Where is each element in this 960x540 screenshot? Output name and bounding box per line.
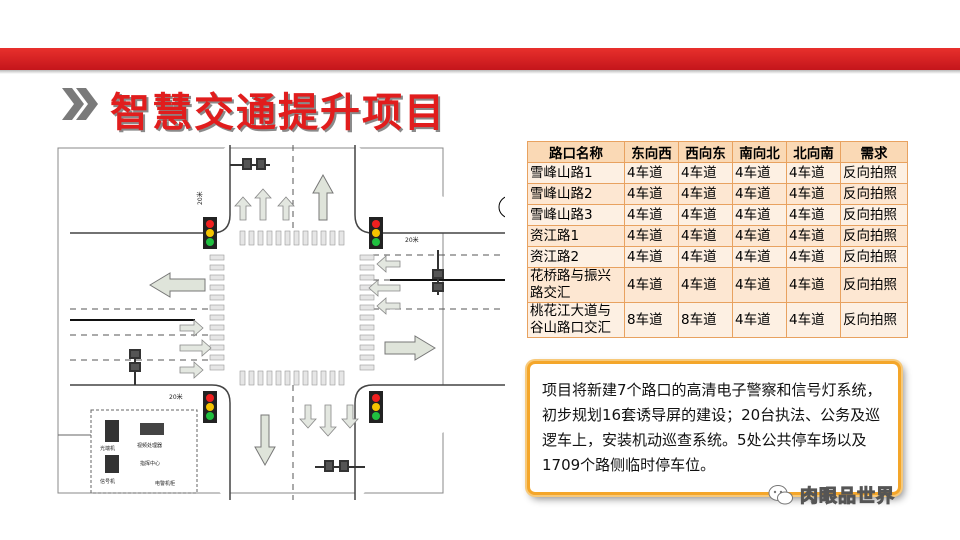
banner-shadow xyxy=(0,70,960,74)
traffic-light-icon xyxy=(203,217,383,423)
table-cell: 反向拍照 xyxy=(840,246,908,268)
table-cell: 4车道 xyxy=(624,162,679,184)
table-header-row: 路口名称 东向西 西向东 南向北 北向南 需求 xyxy=(527,141,908,163)
svg-text:电警机柜: 电警机柜 xyxy=(155,480,175,487)
watermark-text: 肉眼品世界 xyxy=(800,486,895,508)
table-cell: 4车道 xyxy=(732,267,787,303)
table-cell: 雪峰山路3 xyxy=(527,204,625,226)
table-row: 资江路1 4车道 4车道 4车道 4车道 反向拍照 xyxy=(527,225,908,247)
table-cell: 雪峰山路1 xyxy=(527,162,625,184)
column-header: 东向西 xyxy=(624,141,679,163)
table-cell: 4车道 xyxy=(678,225,733,247)
table-cell: 4车道 xyxy=(624,183,679,205)
svg-text:光端机: 光端机 xyxy=(100,445,115,452)
table-cell: 4车道 xyxy=(786,246,841,268)
table-cell: 4车道 xyxy=(732,246,787,268)
table-cell: 资江路2 xyxy=(527,246,625,268)
table-cell: 4车道 xyxy=(678,246,733,268)
table-cell: 4车道 xyxy=(732,162,787,184)
svg-text:指挥中心: 指挥中心 xyxy=(140,460,160,467)
table-row: 雪峰山路1 4车道 4车道 4车道 4车道 反向拍照 xyxy=(527,162,908,184)
table-cell: 4车道 xyxy=(786,302,841,338)
table-cell: 4车道 xyxy=(732,302,787,338)
table-cell: 4车道 xyxy=(678,267,733,303)
wechat-icon xyxy=(768,485,793,505)
table-cell: 4车道 xyxy=(624,225,679,247)
table-row: 花桥路与振兴路交汇 4车道 4车道 4车道 4车道 反向拍照 xyxy=(527,267,908,303)
svg-text:视频处理器: 视频处理器 xyxy=(137,442,162,449)
table-cell: 4车道 xyxy=(786,225,841,247)
table-cell: 4车道 xyxy=(678,183,733,205)
table-cell: 4车道 xyxy=(786,267,841,303)
column-header: 路口名称 xyxy=(527,141,625,163)
table-cell: 4车道 xyxy=(786,183,841,205)
table-cell: 4车道 xyxy=(624,267,679,303)
table-cell: 花桥路与振兴路交汇 xyxy=(527,267,625,303)
table-cell: 反向拍照 xyxy=(840,162,908,184)
top-banner xyxy=(0,48,960,70)
svg-text:信号机: 信号机 xyxy=(100,478,115,485)
table-cell: 4车道 xyxy=(786,162,841,184)
table-cell: 4车道 xyxy=(732,183,787,205)
table-cell: 4车道 xyxy=(678,204,733,226)
column-header: 西向东 xyxy=(678,141,733,163)
table-cell: 资江路1 xyxy=(527,225,625,247)
summary-text: 项目将新建7个路口的高清电子警察和信号灯系统，初步规划16套诱导屏的建设；20台… xyxy=(542,381,882,474)
svg-text:20米: 20米 xyxy=(196,191,204,205)
column-header: 北向南 xyxy=(786,141,841,163)
intersection-diagram: 20米 20米 20米 光端机 视频处理器 信号机 指挥中心 电警机柜 xyxy=(57,145,505,500)
watermark: 肉眼品世界 xyxy=(768,482,895,508)
column-header: 需求 xyxy=(840,141,908,163)
table-cell: 4车道 xyxy=(624,204,679,226)
summary-box: 项目将新建7个路口的高清电子警察和信号灯系统，初步规划16套诱导屏的建设；20台… xyxy=(527,361,901,495)
svg-text:20米: 20米 xyxy=(405,236,419,244)
double-chevron-icon xyxy=(62,88,98,120)
table-cell: 4车道 xyxy=(786,204,841,226)
table-cell: 8车道 xyxy=(678,302,733,338)
column-header: 南向北 xyxy=(732,141,787,163)
intersection-table: 路口名称 东向西 西向东 南向北 北向南 需求 雪峰山路1 4车道 4车道 4车… xyxy=(527,141,908,338)
page-title: 智慧交通提升项目 xyxy=(110,90,446,136)
table-cell: 4车道 xyxy=(678,162,733,184)
table-cell: 反向拍照 xyxy=(840,183,908,205)
table-cell: 反向拍照 xyxy=(840,302,908,338)
svg-text:20米: 20米 xyxy=(169,393,183,401)
table-cell: 4车道 xyxy=(624,246,679,268)
table-cell: 反向拍照 xyxy=(840,204,908,226)
table-cell: 4车道 xyxy=(732,204,787,226)
table-row: 桃花江大道与谷山路口交汇 8车道 8车道 4车道 4车道 反向拍照 xyxy=(527,302,908,338)
table-row: 雪峰山路2 4车道 4车道 4车道 4车道 反向拍照 xyxy=(527,183,908,205)
table-cell: 反向拍照 xyxy=(840,225,908,247)
table-row: 资江路2 4车道 4车道 4车道 4车道 反向拍照 xyxy=(527,246,908,268)
table-row: 雪峰山路3 4车道 4车道 4车道 4车道 反向拍照 xyxy=(527,204,908,226)
table-cell: 雪峰山路2 xyxy=(527,183,625,205)
table-cell: 4车道 xyxy=(732,225,787,247)
table-cell: 反向拍照 xyxy=(840,267,908,303)
table-cell: 桃花江大道与谷山路口交汇 xyxy=(527,302,625,338)
table-cell: 8车道 xyxy=(624,302,679,338)
